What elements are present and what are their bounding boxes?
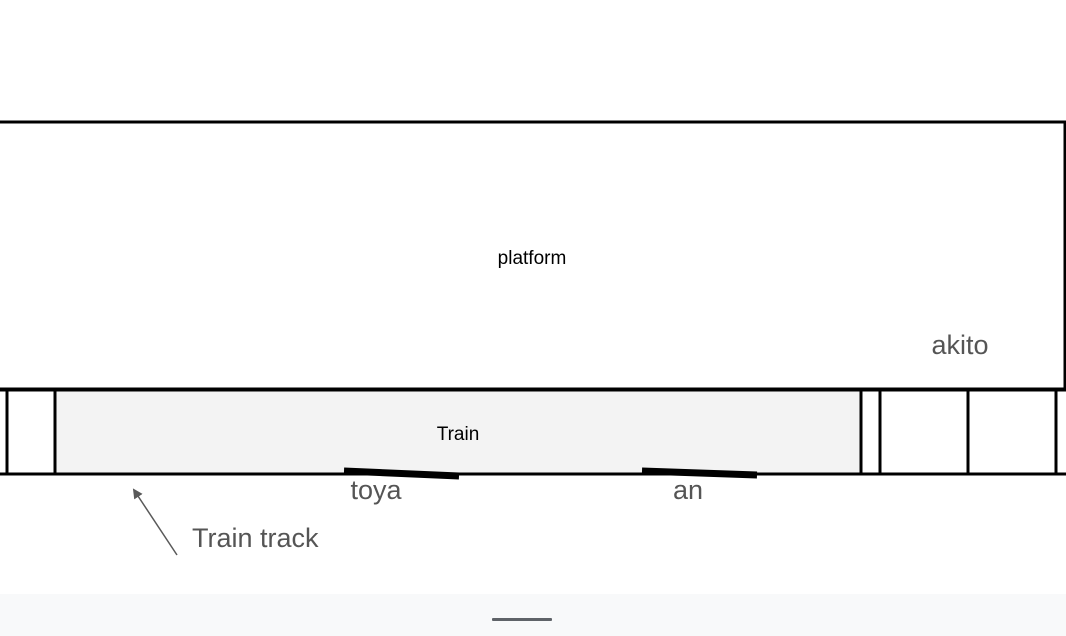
- platform-rect: [0, 120, 1066, 391]
- train-label: Train: [437, 424, 480, 445]
- train-door-left: [343, 467, 460, 480]
- person-label-an: an: [673, 475, 703, 505]
- train-door-right: [641, 467, 758, 479]
- track-label: Train track: [192, 523, 319, 553]
- diagram-canvas: platform akito Train toya an Train track: [0, 120, 1066, 556]
- bottom-bar: [0, 594, 1066, 636]
- platform-label: platform: [498, 248, 567, 269]
- track-pointer-arrow: [132, 488, 178, 556]
- person-label-toya: toya: [350, 475, 402, 505]
- resize-handle[interactable]: [492, 618, 552, 621]
- person-label-akito: akito: [931, 330, 988, 360]
